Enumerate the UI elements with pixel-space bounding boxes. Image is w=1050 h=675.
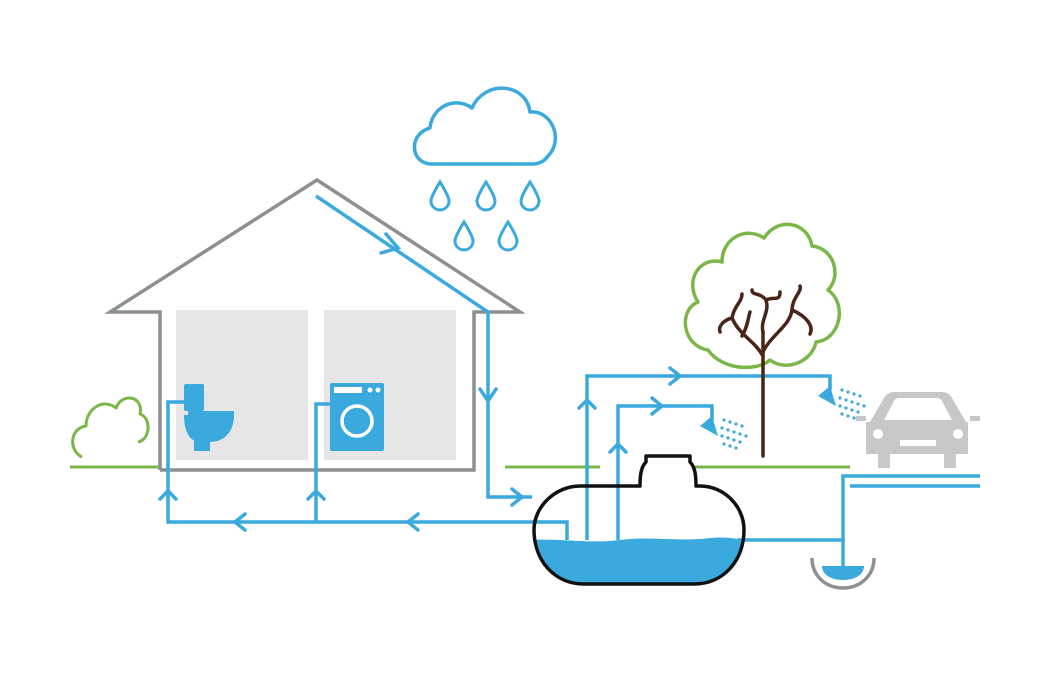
raindrop-icon	[429, 179, 451, 212]
tank-water	[534, 537, 744, 584]
irrigation-pipe-upper	[585, 374, 832, 540]
supply-pipe	[166, 400, 569, 540]
flow-arrow-icon	[405, 512, 420, 532]
raindrop-icon	[497, 219, 519, 252]
tank-outline	[532, 454, 746, 586]
road-drain-pipe	[841, 474, 980, 540]
car-icon	[856, 392, 980, 468]
raindrop-icon	[453, 219, 475, 252]
flow-arrows	[158, 232, 683, 532]
washing-machine-icon	[330, 383, 384, 451]
house-icon	[104, 177, 526, 472]
flow-arrow-icon	[650, 396, 665, 416]
raindrop-icon	[519, 179, 541, 212]
bush-icon	[71, 396, 150, 459]
irrigation-pipe-lower	[616, 404, 714, 540]
sprinkler-icon	[818, 384, 866, 420]
flow-arrow-icon	[232, 512, 247, 532]
rain-cloud-icon	[412, 86, 558, 166]
raindrops	[429, 179, 541, 252]
toilet-icon	[184, 384, 234, 451]
flow-arrow-icon	[510, 487, 525, 507]
washing-machine-pipe	[314, 402, 330, 522]
water-pipes	[166, 194, 980, 566]
tree-canopy	[683, 222, 842, 370]
drain-soakaway-icon	[810, 557, 876, 590]
underground-tank-icon	[532, 454, 746, 586]
flow-arrow-icon	[379, 232, 402, 255]
tree-icon	[683, 222, 842, 458]
overflow-pipe	[738, 538, 845, 566]
flow-arrow-icon	[158, 488, 178, 501]
flow-arrow-icon	[478, 387, 498, 405]
raindrop-icon	[475, 179, 497, 212]
flow-arrow-icon	[668, 366, 683, 386]
flow-arrow-icon	[306, 488, 326, 501]
roof-gutter-pipe	[315, 194, 532, 499]
sprinkler-icon	[700, 414, 748, 450]
flow-arrow-icon	[577, 397, 597, 410]
tree-trunk	[717, 284, 813, 458]
flow-arrow-icon	[608, 441, 628, 454]
